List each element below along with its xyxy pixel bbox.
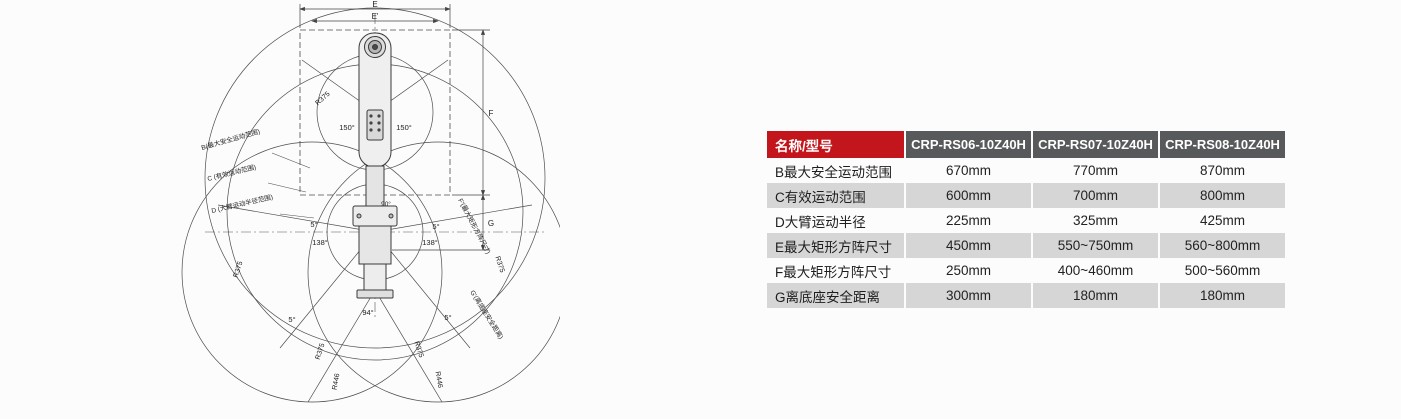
angle-5-right: 5° bbox=[432, 222, 439, 231]
radius-r375-top: R375 bbox=[314, 91, 331, 107]
angle-150-left: 150° bbox=[339, 123, 355, 132]
row-value: 450mm bbox=[906, 233, 1031, 258]
callout-c-effective-range: C (有效运动范围) bbox=[206, 162, 257, 183]
callout-g-base-clearance: G'(离底座安全距离) bbox=[468, 288, 505, 340]
row-value: 560~800mm bbox=[1160, 233, 1285, 258]
radius-r375-right: R375 bbox=[494, 255, 506, 273]
angle-138-left: 138° bbox=[312, 238, 328, 247]
row-value: 770mm bbox=[1033, 158, 1158, 183]
radius-r375-left: R375 bbox=[233, 260, 245, 278]
radius-r375-bot-left: R375 bbox=[315, 342, 327, 360]
dim-g-label: G bbox=[488, 219, 494, 228]
dim-f-label: F bbox=[489, 109, 494, 118]
row-label: D大臂运动半径 bbox=[767, 208, 904, 233]
row-label: F最大矩形方阵尺寸 bbox=[767, 258, 904, 283]
row-value: 670mm bbox=[906, 158, 1031, 183]
table-row: D大臂运动半径 225mm 325mm 425mm bbox=[767, 208, 1285, 233]
row-value: 500~560mm bbox=[1160, 258, 1285, 283]
table-row: B最大安全运动范围 670mm 770mm 870mm bbox=[767, 158, 1285, 183]
radius-r375-bot-right: R375 bbox=[413, 340, 425, 358]
row-value: 600mm bbox=[906, 183, 1031, 208]
row-value: 225mm bbox=[906, 208, 1031, 233]
angle-5-bot-left: 5° bbox=[288, 315, 295, 324]
row-value: 250mm bbox=[906, 258, 1031, 283]
spec-table: 名称/型号 CRP-RS06-10Z40H CRP-RS07-10Z40H CR… bbox=[765, 131, 1285, 308]
angle-5-left: 5° bbox=[310, 220, 317, 229]
robot-arm bbox=[352, 32, 398, 299]
angle-138-right: 138° bbox=[422, 238, 438, 247]
row-value: 325mm bbox=[1033, 208, 1158, 233]
dim-e-label: E bbox=[372, 0, 377, 9]
radius-r446-right: R446 bbox=[434, 371, 444, 389]
table-row: C有效运动范围 600mm 700mm 800mm bbox=[767, 183, 1285, 208]
row-label: C有效运动范围 bbox=[767, 183, 904, 208]
row-value: 180mm bbox=[1160, 283, 1285, 308]
spec-table-grid: 名称/型号 CRP-RS06-10Z40H CRP-RS07-10Z40H CR… bbox=[765, 131, 1287, 308]
row-value: 425mm bbox=[1160, 208, 1285, 233]
table-header-name-model: 名称/型号 bbox=[767, 131, 904, 158]
callout-d-arm-radius-range: D (大臂运动半径范围) bbox=[210, 192, 273, 215]
table-row: G离底座安全距离 300mm 180mm 180mm bbox=[767, 283, 1285, 308]
table-header-row: 名称/型号 CRP-RS06-10Z40H CRP-RS07-10Z40H CR… bbox=[767, 131, 1285, 158]
callout-leaders bbox=[267, 152, 315, 219]
table-row: E最大矩形方阵尺寸 450mm 550~750mm 560~800mm bbox=[767, 233, 1285, 258]
row-value: 700mm bbox=[1033, 183, 1158, 208]
dim-e2-label: E' bbox=[372, 12, 379, 21]
radius-r446-left: R446 bbox=[332, 373, 342, 391]
table-header-model-rs08: CRP-RS08-10Z40H bbox=[1160, 131, 1285, 158]
table-header-model-rs06: CRP-RS06-10Z40H bbox=[906, 131, 1031, 158]
row-value: 800mm bbox=[1160, 183, 1285, 208]
row-value: 550~750mm bbox=[1033, 233, 1158, 258]
angle-150-right: 150° bbox=[396, 123, 412, 132]
angle-94: 94° bbox=[362, 308, 373, 317]
angle-5-bot-right: 5° bbox=[444, 313, 451, 322]
row-value: 180mm bbox=[1033, 283, 1158, 308]
table-header-model-rs07: CRP-RS07-10Z40H bbox=[1033, 131, 1158, 158]
dimension-lines bbox=[299, 4, 490, 251]
row-label: B最大安全运动范围 bbox=[767, 158, 904, 183]
work-envelope-svg: E E' F G 150° 150° 138° 138° 90° 94° 5° … bbox=[181, 0, 560, 403]
row-value: 870mm bbox=[1160, 158, 1285, 183]
table-row: F最大矩形方阵尺寸 250mm 400~460mm 500~560mm bbox=[767, 258, 1285, 283]
row-label: G离底座安全距离 bbox=[767, 283, 904, 308]
keypad-dots bbox=[369, 114, 381, 132]
angle-90: 90° bbox=[381, 200, 391, 208]
work-envelope-diagram: E E' F G 150° 150° 138° 138° 90° 94° 5° … bbox=[140, 0, 560, 419]
row-value: 400~460mm bbox=[1033, 258, 1158, 283]
row-value: 300mm bbox=[906, 283, 1031, 308]
row-label: E最大矩形方阵尺寸 bbox=[767, 233, 904, 258]
